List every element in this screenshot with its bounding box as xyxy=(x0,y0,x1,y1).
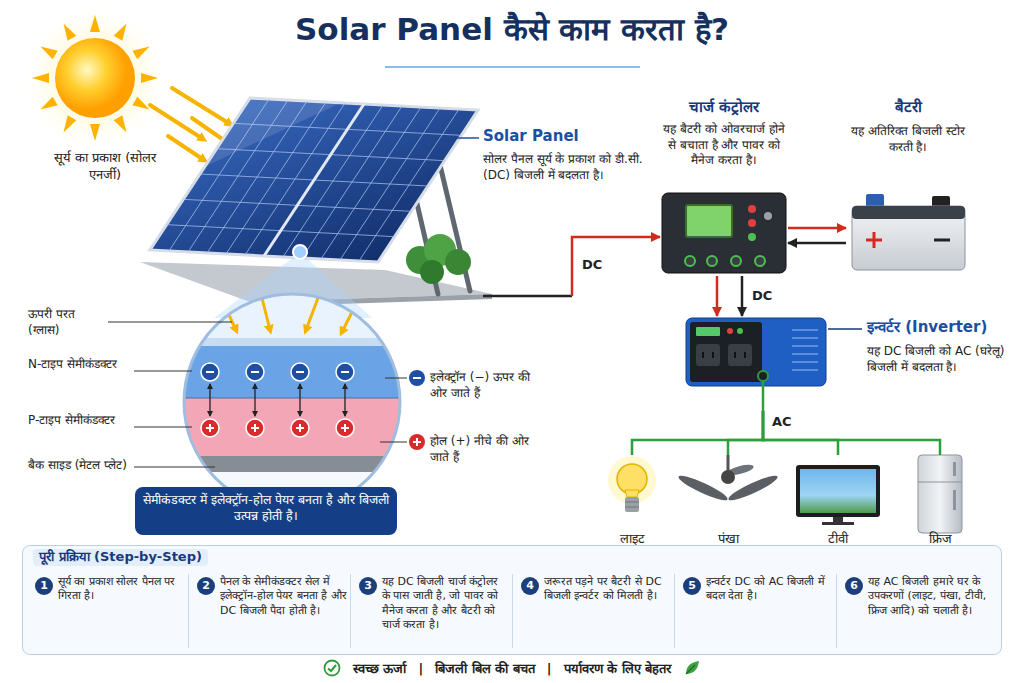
signal-name: AC xyxy=(772,414,792,431)
solar-panel-drawing xyxy=(150,98,478,262)
callout-text: इलेक्ट्रॉन (−) ऊपर की ओर जाते हैं xyxy=(430,370,542,401)
edge-label: DC xyxy=(752,288,772,304)
footer-text: बिजली बिल की बचत xyxy=(435,659,535,677)
connector xyxy=(728,411,763,455)
wire xyxy=(763,411,838,455)
step-number: 6 xyxy=(845,577,863,595)
component-heading: बैटरी xyxy=(846,98,970,118)
wire xyxy=(572,237,660,296)
wire xyxy=(763,411,940,455)
wire xyxy=(483,295,572,298)
inverter-drawing xyxy=(686,318,862,412)
component-heading: इन्वर्टर (Inverter) xyxy=(867,318,1009,338)
step-text: सूर्य का प्रकाश सोलर पैनल पर गिरता है। xyxy=(58,575,185,604)
component-heading: चार्ज कंट्रोलर xyxy=(660,98,788,118)
separator: | xyxy=(418,661,423,676)
connector xyxy=(632,411,763,455)
step-number: 3 xyxy=(359,577,377,595)
connector xyxy=(763,411,940,455)
step-text: यह AC बिजली हमारे घर के उपकरणों (लाइट, प… xyxy=(868,575,995,618)
connector xyxy=(717,276,742,316)
connector xyxy=(763,411,838,455)
panel-leader xyxy=(457,138,479,139)
television xyxy=(796,465,880,525)
info-box: सेमीकंडक्टर में इलेक्ट्रॉन-होल पेयर बनता… xyxy=(135,487,397,535)
cross-section-leaders xyxy=(108,322,407,467)
step-number: 1 xyxy=(35,577,53,595)
step-text: पैनल के सेमीकंडक्टर सेल में इलेक्ट्रॉन-ह… xyxy=(220,575,347,618)
wire xyxy=(741,276,744,316)
leaf-icon xyxy=(683,659,701,677)
component-text: सोलर पैनल सूर्य के प्रकाश को डी.सी. (DC)… xyxy=(483,152,655,183)
panel-heading: पूरी प्रक्रिया (Step-by-Step) xyxy=(33,549,208,566)
footer-text: स्वच्छ ऊर्जा xyxy=(353,659,407,677)
component-text: यह बैटरी को ओवरचार्ज होने से बचाता है और… xyxy=(660,122,788,169)
bush xyxy=(406,234,471,284)
step-box: 2 पैनल के सेमीकंडक्टर सेल में इलेक्ट्रॉन-… xyxy=(193,574,351,648)
separator: | xyxy=(547,661,552,676)
appliance: टीवी xyxy=(790,455,886,553)
charge-controller-drawing xyxy=(662,193,786,273)
callout-text: होल (+) नीचे की ओर जाते हैं xyxy=(430,434,542,465)
refrigerator xyxy=(918,455,962,533)
step-number: 2 xyxy=(197,577,215,595)
ceiling-fan xyxy=(676,455,779,504)
wire xyxy=(716,276,719,316)
title-underline xyxy=(385,67,640,68)
charge-symbols xyxy=(409,370,425,450)
step-box: 1 सूर्य का प्रकाश सोलर पैनल पर गिरता है। xyxy=(31,574,189,648)
step-text: इन्वर्टर DC को AC बिजली में बदल देता है। xyxy=(706,575,833,604)
step-text: जरूरत पड़ने पर बैटरी से DC बिजली इन्वर्ट… xyxy=(544,575,671,604)
component-text: यह अतिरिक्त बिजली स्टोर करती है। xyxy=(846,124,970,155)
connector xyxy=(483,237,660,296)
step-number: 4 xyxy=(521,577,539,595)
appliance: फ्रिज xyxy=(904,455,976,553)
wire xyxy=(788,242,846,245)
light-bulb xyxy=(608,456,656,512)
layer-label: बैक साइड (मेटल प्लेट) xyxy=(28,458,128,474)
check-icon xyxy=(323,659,341,677)
step-box: 3 यह DC बिजली चार्ज कंट्रोलर के पास जाती … xyxy=(355,574,513,648)
cell-cross-section xyxy=(180,290,410,512)
diagram-title: Solar Panel कैसे काम करता है? xyxy=(0,9,1024,49)
battery: बैटरी यह अतिरिक्त बिजली स्टोर करती है। xyxy=(846,98,970,273)
connector xyxy=(788,228,846,243)
edge-label: DC xyxy=(582,257,602,273)
step-box: 4 जरूरत पड़ने पर बैटरी से DC बिजली इन्वर्… xyxy=(517,574,675,648)
info-text: सेमीकंडक्टर में इलेक्ट्रॉन-होल पेयर बनता… xyxy=(143,492,389,525)
step-number: 5 xyxy=(683,577,701,595)
wire xyxy=(632,411,763,455)
wire xyxy=(728,411,763,455)
solar-panel: Solar Panelसोलर पैनल सूर्य के प्रकाश को … xyxy=(148,95,483,300)
step-box: 5 इन्वर्टर DC को AC बिजली में बदल देता है… xyxy=(679,574,837,648)
charge-controller: चार्ज कंट्रोलर यह बैटरी को ओवरचार्ज होने … xyxy=(660,98,788,276)
battery-drawing xyxy=(852,194,965,270)
appliance: पंखा xyxy=(678,455,778,553)
component-heading: Solar Panel xyxy=(483,127,655,147)
step-box: 6 यह AC बिजली हमारे घर के उपकरणों (लाइट, … xyxy=(841,574,999,648)
steps-panel: पूरी प्रक्रिया (Step-by-Step) 1 सूर्य का प… xyxy=(22,545,1002,655)
step-text: यह DC बिजली चार्ज कंट्रोलर के पास जाती ह… xyxy=(382,575,509,632)
sun xyxy=(25,8,165,148)
sun-label: सूर्य का प्रकाश (सोलर एनर्जी) xyxy=(42,150,168,184)
appliance: लाइट xyxy=(598,455,666,553)
wire xyxy=(788,227,846,230)
layer-label: P-टाइप सेमीकंडक्टर xyxy=(28,413,128,429)
inverter: इन्वर्टर (Inverter) यह DC बिजली को AC (घर… xyxy=(683,316,1011,411)
layer-label: ऊपरी परत (ग्लास) xyxy=(28,307,102,338)
footer-text: पर्यावरण के लिए बेहतर xyxy=(564,659,672,677)
footer-row: स्वच्छ ऊर्जा | बिजली बिल की बचत | पर्यावरण क… xyxy=(0,655,1024,681)
component-text: यह DC बिजली को AC (घरेलू) बिजली में बदलत… xyxy=(867,344,1007,375)
layer-label: N-टाइप सेमीकंडक्टर xyxy=(28,357,128,373)
